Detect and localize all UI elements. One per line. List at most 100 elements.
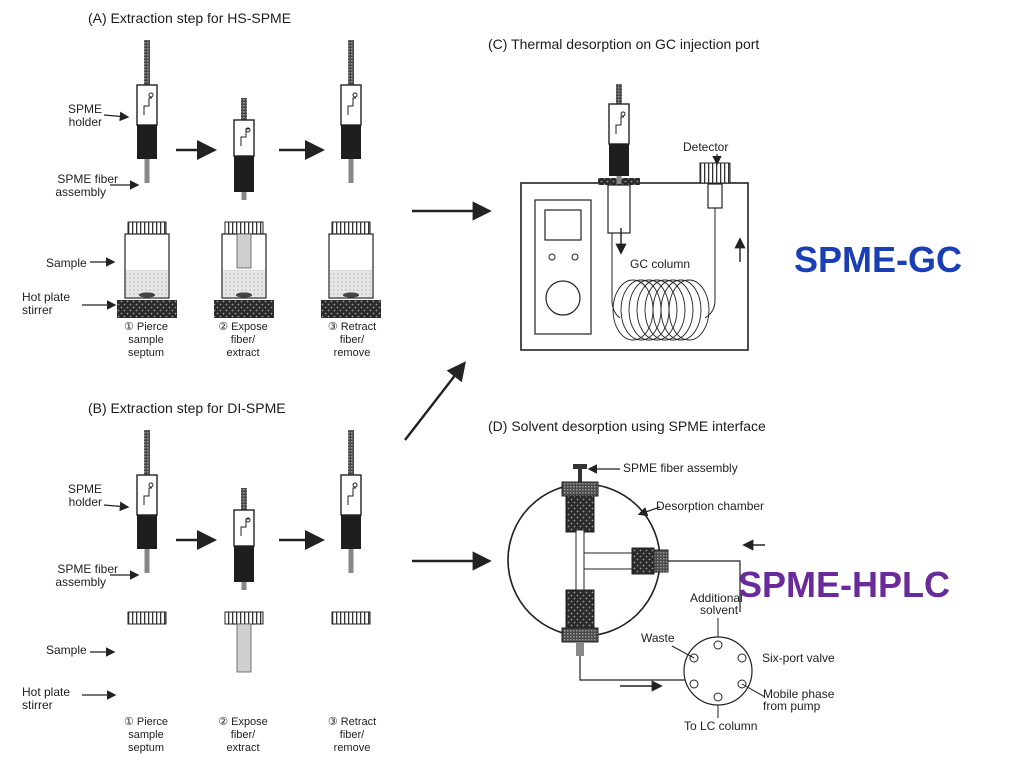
- panel-b-step-3-line-3: remove: [333, 742, 371, 754]
- gc-syringe: [608, 84, 630, 184]
- hot-plate: [321, 300, 381, 318]
- panel-d-valve-label: Six-port valve: [762, 651, 835, 665]
- panel-b-step-1-line-3: septum: [127, 742, 165, 754]
- panel-d-drawing: [507, 464, 766, 718]
- hot-plate: [117, 300, 177, 318]
- gc-knob-small-2: [571, 253, 579, 261]
- chamber-label-pointer: [637, 506, 661, 517]
- spme-gc-callout: SPME-GC: [794, 239, 963, 280]
- syringe-step-3: [340, 430, 362, 573]
- panel-b-hotplate-label-2: stirrer: [22, 698, 53, 712]
- needle: [348, 549, 354, 573]
- plunger-rod: [616, 84, 622, 104]
- panel-a-step-3-line-1: ③ Retract: [327, 321, 377, 333]
- gauge-pin: [620, 111, 626, 117]
- exposed-fiber: [236, 233, 252, 269]
- panel-a-title: (A) Extraction step for HS-SPME: [88, 10, 292, 26]
- gc-knob-small-1: [548, 253, 556, 261]
- syringe-grip: [341, 515, 361, 549]
- panel-c-title: (C) Thermal desorption on GC injection p…: [488, 36, 760, 52]
- panel-b-step-2-line-2: fiber/: [230, 729, 256, 741]
- waste-line: [671, 645, 695, 659]
- panel-a-step-1-line-2: sample: [128, 334, 164, 346]
- panel-a-holder-label-1: SPME: [67, 102, 102, 116]
- desorption-chamber-tee: [575, 529, 585, 591]
- outlet-line: [579, 656, 692, 681]
- gc-column-coil: [636, 279, 678, 341]
- syringe-barrel: [340, 84, 362, 126]
- panel-b-sample-label: Sample: [46, 643, 87, 657]
- vial-step-3: [321, 292, 381, 625]
- panel-d-lc-label: To LC column: [684, 719, 758, 733]
- syringe-barrel: [136, 84, 158, 126]
- panel-b-step-1-line-2: sample: [128, 729, 164, 741]
- panel-a-step-3-line-2: fiber/: [339, 334, 365, 346]
- upper-fitting-body: [565, 495, 595, 533]
- panel-b-step-2-line-1: ② Expose: [218, 716, 268, 728]
- gauge-pin: [148, 482, 154, 488]
- panel-a-sample-label: Sample: [46, 256, 87, 270]
- panel-a-step-2-line-1: ② Expose: [218, 321, 268, 333]
- panel-d-title: (D) Solvent desorption using SPME interf…: [488, 418, 766, 434]
- vial-step-2: [214, 292, 274, 673]
- stir-bar: [343, 292, 359, 298]
- syringe-barrel: [233, 509, 255, 547]
- panel-a-step-1-line-3: septum: [127, 347, 165, 359]
- panel-a-step-1-line-1: ① Pierce: [123, 321, 169, 333]
- inlet-line: [668, 560, 741, 612]
- panel-b-hotplate-label-1: Hot plate: [22, 685, 71, 699]
- stir-bar: [139, 292, 155, 298]
- plunger-rod: [144, 430, 150, 475]
- plunger-rod: [241, 488, 247, 510]
- gc-column-coil: [660, 279, 702, 341]
- needle: [241, 582, 247, 590]
- valve-port-2: [737, 653, 747, 663]
- detector-body: [707, 183, 723, 209]
- panel-c-drawing: [520, 84, 749, 351]
- depth-gauge: [240, 518, 249, 536]
- depth-gauge: [347, 97, 356, 115]
- gauge-pin: [245, 517, 251, 523]
- column-inlet-line: [611, 233, 621, 319]
- panel-b-fiber-label-1: SPME fiber: [57, 562, 118, 576]
- plunger-rod: [241, 98, 247, 120]
- vial-cap: [331, 611, 371, 625]
- panel-b-holder-label-1: SPME: [67, 482, 102, 496]
- hot-plate: [214, 300, 274, 318]
- exposed-fiber: [236, 623, 252, 673]
- depth-gauge: [143, 487, 152, 505]
- gc-column-coil: [644, 279, 686, 341]
- needle: [616, 176, 622, 184]
- mobile-phase-line: [741, 683, 766, 698]
- panel-d-additional-label-1: Additional: [690, 591, 743, 605]
- panel-b-holder-label-2: holder: [68, 495, 102, 509]
- panel-b-title: (B) Extraction step for DI-SPME: [88, 400, 286, 416]
- syringe-barrel: [233, 119, 255, 157]
- syringe-step-3: [340, 40, 362, 183]
- fiber-stem: [578, 469, 582, 483]
- syringe-grip: [341, 125, 361, 159]
- side-fitting-nut: [653, 549, 669, 573]
- gc-column-coil: [668, 279, 710, 341]
- vial-step-2: [214, 221, 274, 318]
- flow-arrows: [404, 201, 492, 571]
- detector-head: [699, 162, 731, 184]
- lower-fitting-body: [565, 589, 595, 629]
- plunger-rod: [348, 40, 354, 85]
- vial-step-1: [117, 292, 177, 625]
- panel-d-additional-label-2: solvent: [700, 603, 739, 617]
- spme-hplc-callout: SPME-HPLC: [738, 564, 951, 605]
- injector-liner: [607, 184, 631, 234]
- panel-a-fiber-label-2: assembly: [55, 185, 106, 199]
- panel-b-step-3-line-2: fiber/: [339, 729, 365, 741]
- column-outlet-line: [704, 208, 716, 319]
- side-fitting-body: [631, 547, 655, 575]
- vial-cap: [127, 611, 167, 625]
- panel-d-waste-label: Waste: [641, 631, 675, 645]
- gauge-pin: [148, 92, 154, 98]
- lower-outlet-stem: [576, 642, 584, 656]
- panel-b-drawing: [82, 292, 381, 700]
- syringe-grip: [234, 156, 254, 192]
